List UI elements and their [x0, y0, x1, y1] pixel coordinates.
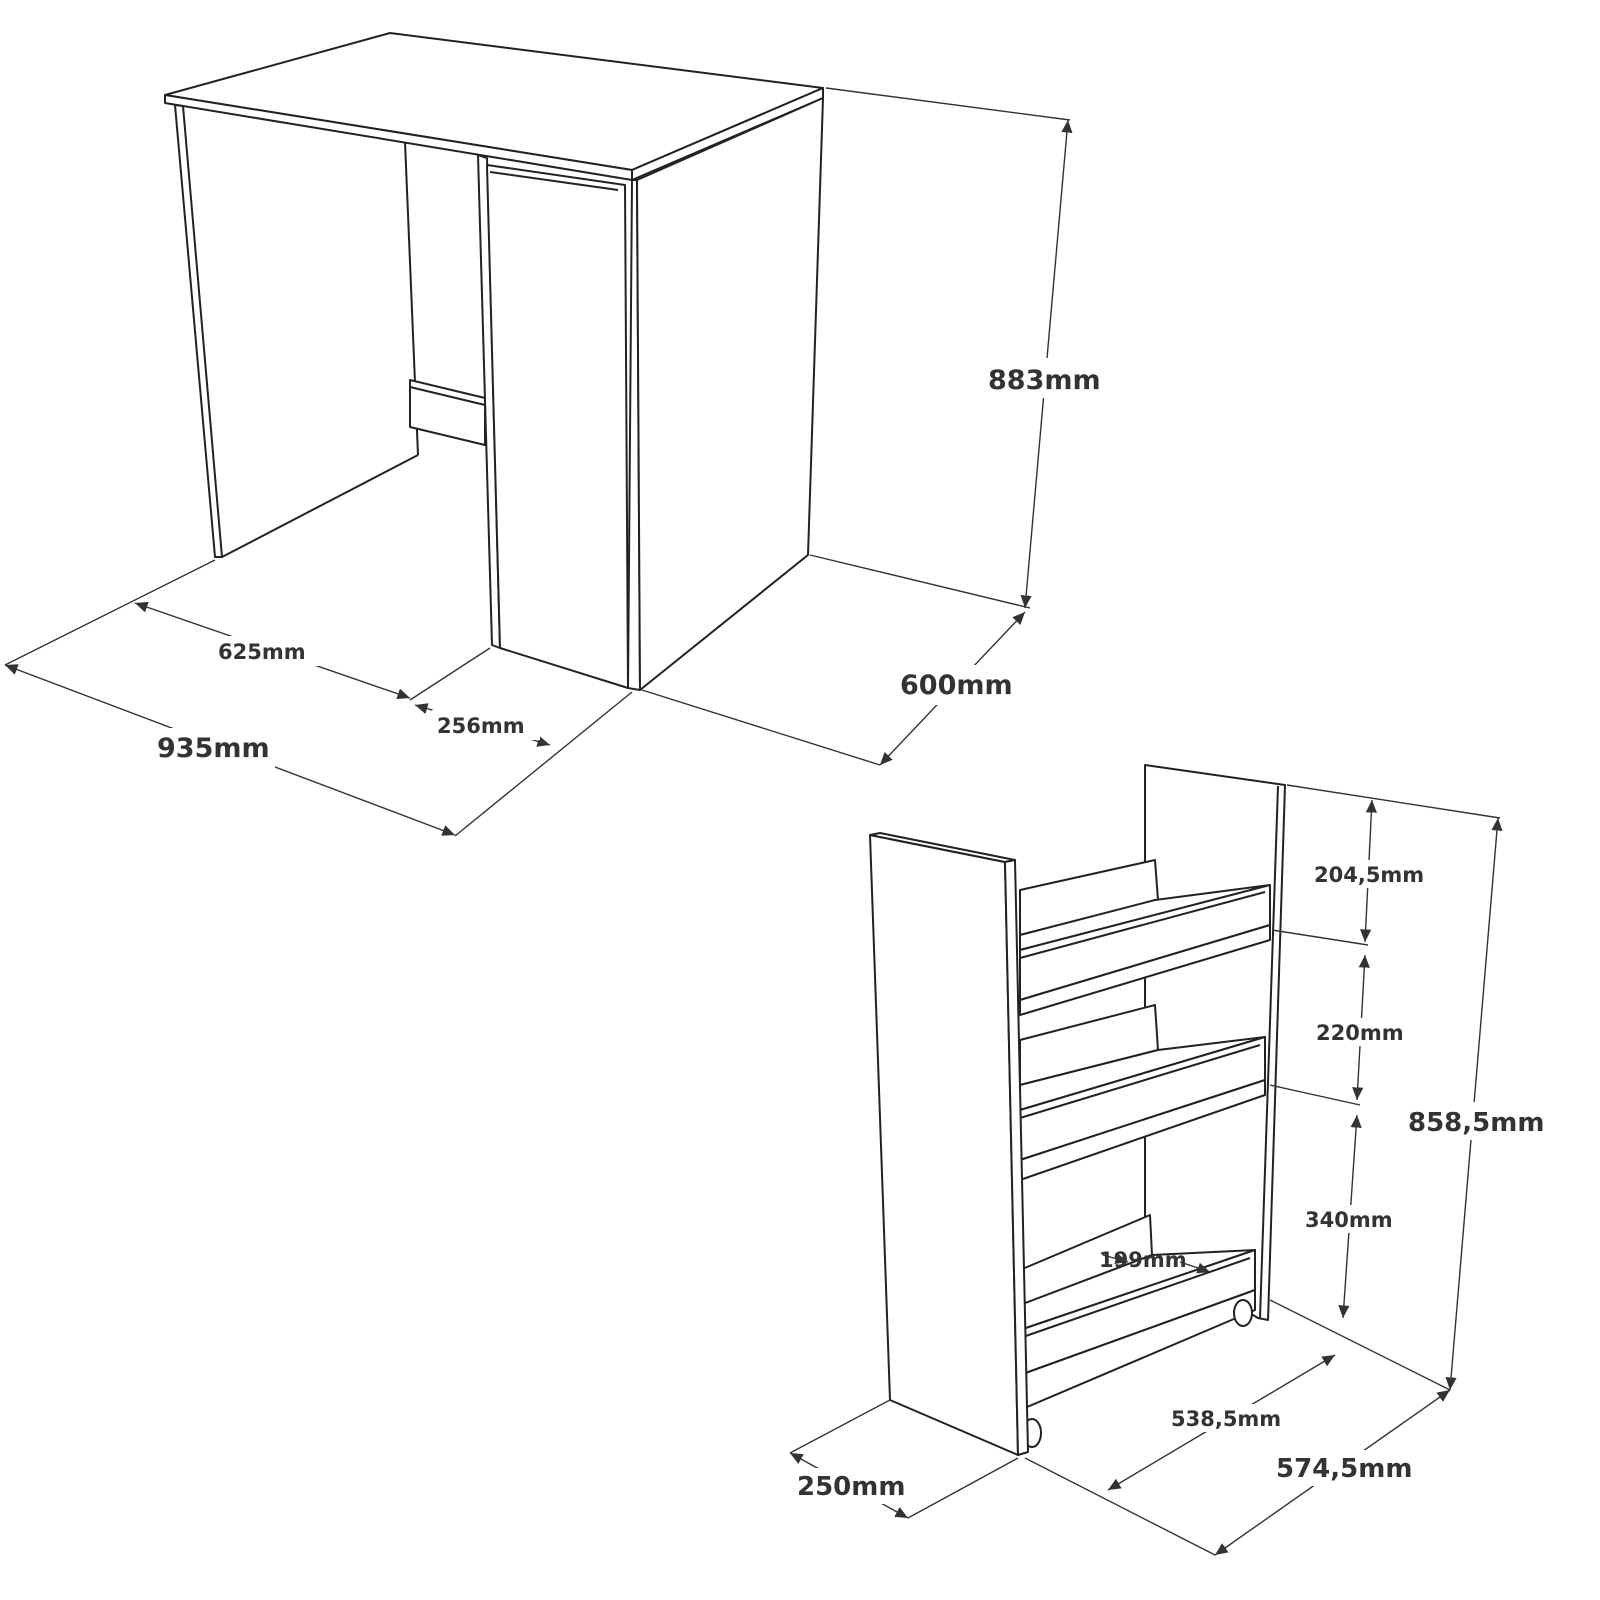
cart-drawing [869, 764, 1286, 1456]
label-inner-length: 538,5mm [1171, 1407, 1281, 1431]
label-width: 935mm [157, 733, 270, 764]
label-shelf-depth: 199mm [1099, 1248, 1187, 1272]
desk-right-panel [636, 97, 824, 691]
label-gap-middle: 220mm [1316, 1021, 1404, 1045]
cart-dimensions: 858,5mm 204,5mm 220mm 340mm 199mm 538,5m… [789, 784, 1544, 1556]
label-cart-width: 250mm [797, 1472, 905, 1502]
cart-shelves [1019, 859, 1271, 1411]
cart-side-panel [869, 834, 1019, 1456]
desk-dimensions: 883mm 600mm 935mm 625mm 256mm [4, 87, 1105, 837]
label-cart-height: 858,5mm [1408, 1108, 1544, 1138]
label-cart-length: 574,5mm [1276, 1454, 1412, 1484]
label-depth: 600mm [900, 670, 1013, 701]
desk-left-leg [174, 104, 223, 558]
label-gap-bottom: 340mm [1305, 1208, 1393, 1232]
desk-rail [409, 379, 486, 446]
label-height: 883mm [988, 365, 1101, 396]
label-cabinet-width: 256mm [437, 714, 525, 738]
cabinet-door [486, 164, 629, 689]
label-open-width: 625mm [218, 640, 306, 664]
label-gap-top: 204,5mm [1314, 863, 1424, 887]
wheel-back [1233, 1299, 1253, 1327]
desk-drawing [164, 32, 824, 691]
